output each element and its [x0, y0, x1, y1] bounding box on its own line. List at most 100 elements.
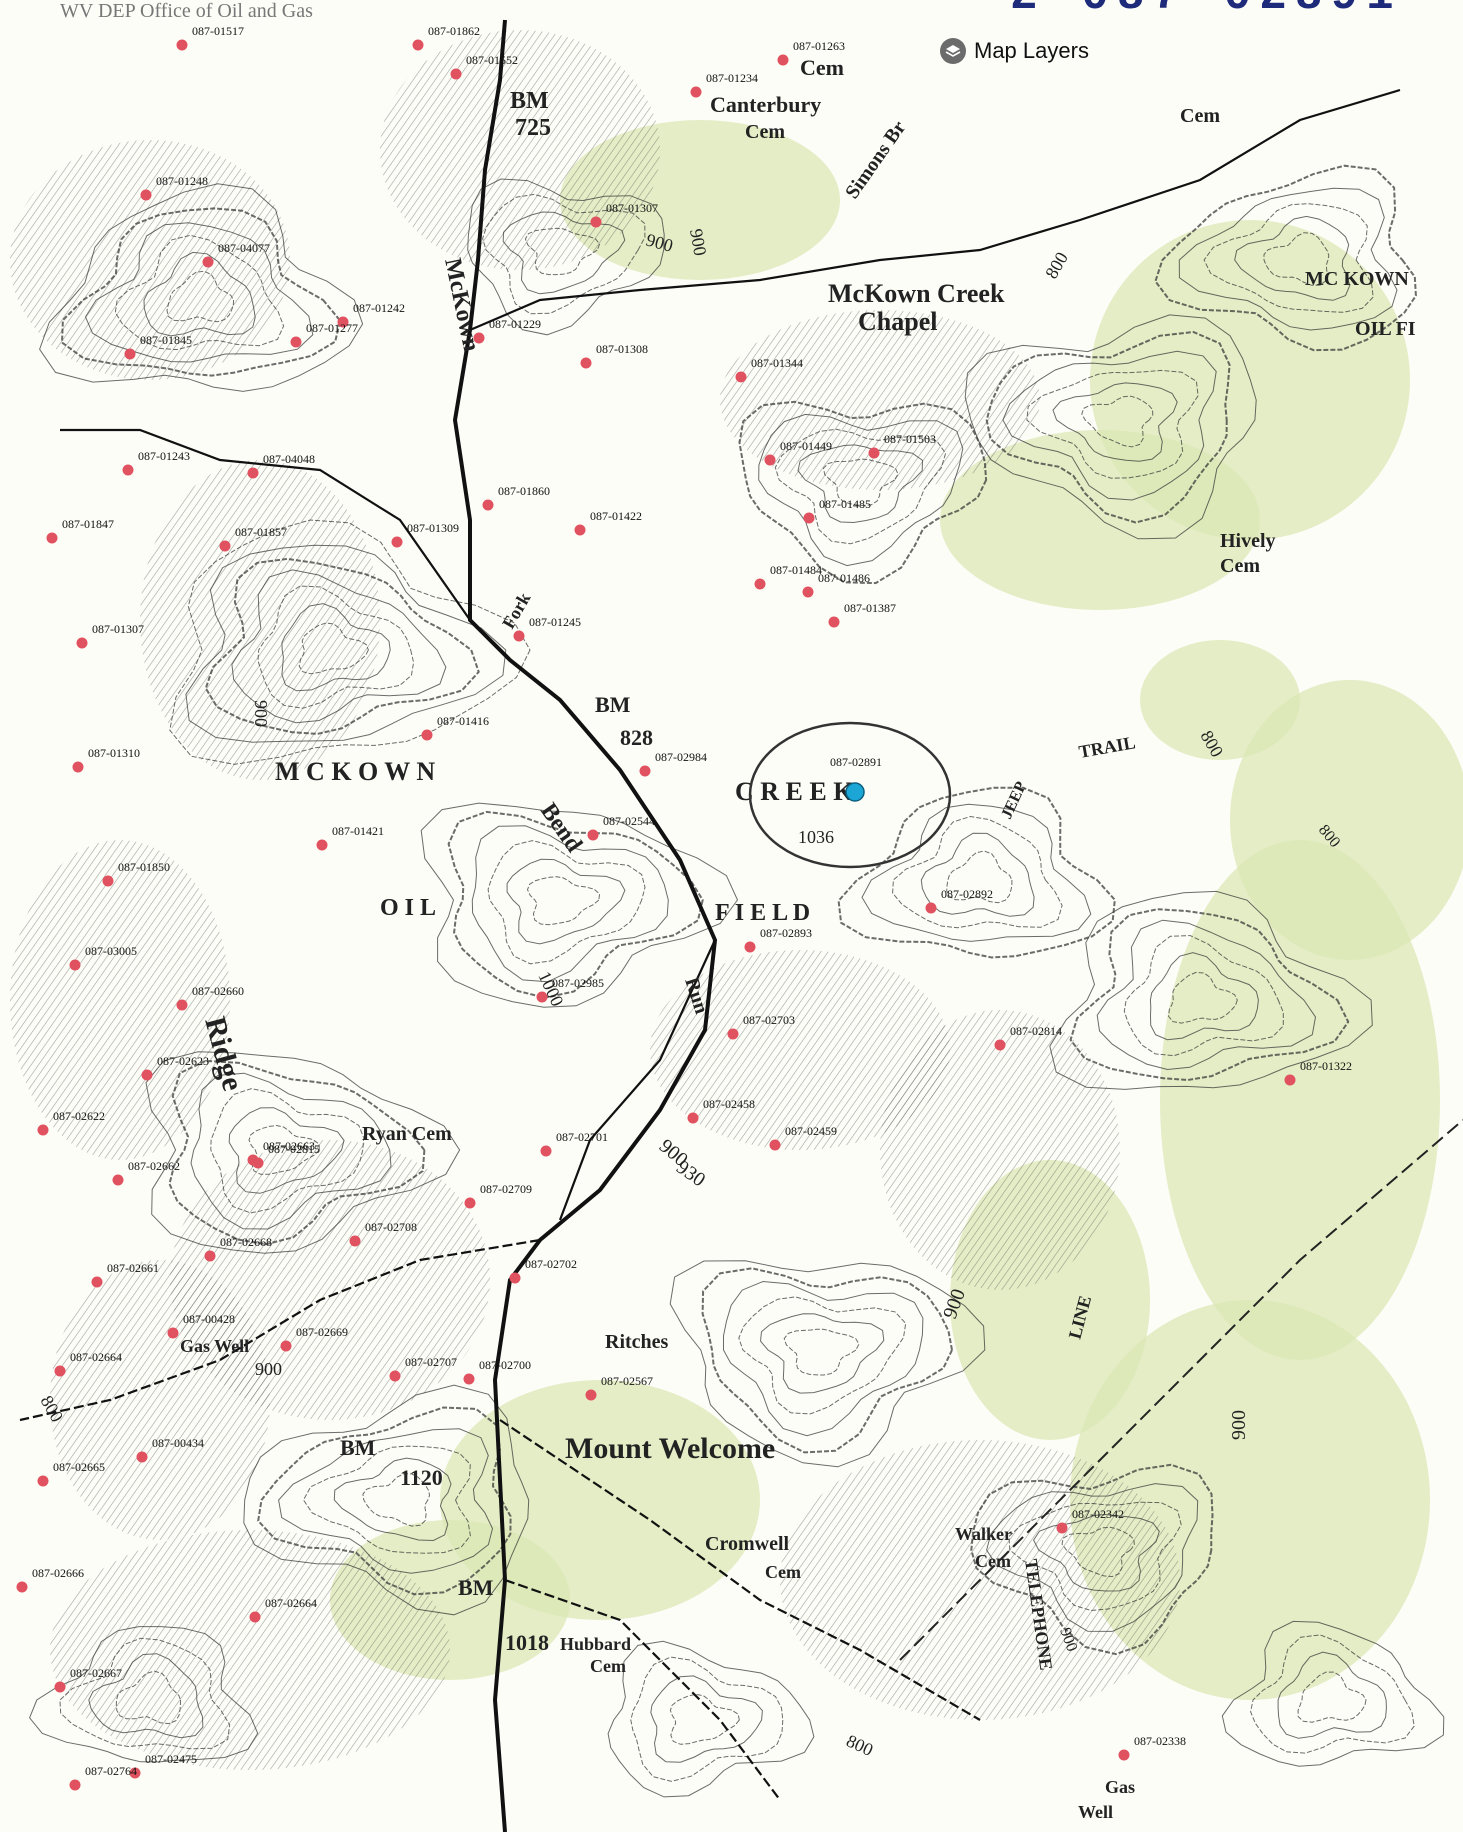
well-dot[interactable] [141, 1069, 153, 1081]
well-dot[interactable] [112, 1174, 124, 1186]
well-marker[interactable]: 087-02764 [69, 1764, 138, 1791]
well-marker[interactable]: 087-01248 [140, 174, 209, 201]
well-marker[interactable]: 087-01422 [574, 509, 643, 536]
well-marker[interactable]: 087-02815 [252, 1142, 321, 1169]
well-dot[interactable] [249, 1611, 261, 1623]
well-marker[interactable]: 087-00434 [136, 1436, 205, 1463]
well-dot[interactable] [391, 536, 403, 548]
well-dot[interactable] [349, 1235, 361, 1247]
well-dot[interactable] [1118, 1749, 1130, 1761]
well-marker[interactable]: 087-02707 [389, 1355, 458, 1382]
well-marker[interactable]: 087-01850 [102, 860, 171, 887]
selected-well-group[interactable]: 087-02891 [748, 721, 952, 869]
well-dot[interactable] [687, 1112, 699, 1124]
well-marker[interactable]: 087-02665 [37, 1460, 106, 1487]
well-marker[interactable]: 087-02703 [727, 1013, 796, 1040]
well-dot[interactable] [176, 999, 188, 1011]
well-dot[interactable] [129, 1767, 141, 1779]
well-marker[interactable]: 087-01263 [777, 39, 846, 66]
well-dot[interactable] [1056, 1522, 1068, 1534]
well-marker[interactable]: 087-01860 [482, 484, 551, 511]
well-marker[interactable]: 087-01309 [391, 521, 460, 548]
well-dot[interactable] [777, 54, 789, 66]
well-marker[interactable]: 087-02664 [54, 1350, 123, 1377]
selected-well-dot[interactable] [845, 782, 865, 802]
well-marker[interactable]: 087-01847 [46, 517, 115, 544]
well-dot[interactable] [803, 512, 815, 524]
well-dot[interactable] [124, 348, 136, 360]
well-dot[interactable] [639, 765, 651, 777]
well-marker[interactable]: 087-02669 [280, 1325, 349, 1352]
well-marker[interactable]: 087-01862 [412, 24, 481, 51]
well-marker[interactable]: 087-02623 [141, 1054, 210, 1081]
well-dot[interactable] [37, 1475, 49, 1487]
well-marker[interactable]: 087-01552 [450, 53, 519, 80]
well-marker[interactable]: 087-02544 [587, 814, 656, 841]
well-dot[interactable] [509, 1272, 521, 1284]
well-marker[interactable]: 087-00428 [167, 1312, 236, 1339]
well-dot[interactable] [868, 447, 880, 459]
well-marker[interactable]: 087-02700 [463, 1358, 532, 1385]
well-dot[interactable] [482, 499, 494, 511]
well-dot[interactable] [37, 1124, 49, 1136]
well-marker[interactable]: 087-04048 [247, 452, 316, 479]
well-marker[interactable]: 087-01229 [473, 317, 542, 344]
well-marker[interactable]: 087-01245 [513, 615, 582, 642]
well-dot[interactable] [764, 454, 776, 466]
well-dot[interactable] [219, 540, 231, 552]
well-marker[interactable]: 087-02458 [687, 1097, 756, 1124]
well-marker[interactable]: 087-02567 [585, 1374, 654, 1401]
well-marker[interactable]: 087-01486 [802, 571, 871, 598]
well-dot[interactable] [202, 256, 214, 268]
well-dot[interactable] [540, 1145, 552, 1157]
well-marker[interactable]: 087-02985 [536, 976, 605, 1003]
well-marker[interactable]: 087-02701 [540, 1130, 609, 1157]
well-marker[interactable]: 087-02702 [509, 1257, 578, 1284]
map-layers-button[interactable]: Map Layers [940, 38, 1089, 64]
well-marker[interactable]: 087-01322 [1284, 1059, 1353, 1086]
well-dot[interactable] [247, 467, 259, 479]
well-marker[interactable]: 087-02459 [769, 1124, 838, 1151]
well-marker[interactable]: 087-01485 [803, 497, 872, 524]
well-marker[interactable]: 087-02342 [1056, 1507, 1125, 1534]
well-dot[interactable] [590, 216, 602, 228]
well-marker[interactable]: 087-03005 [69, 944, 138, 971]
well-marker[interactable]: 087-01416 [421, 714, 490, 741]
well-marker[interactable]: 087-04077 [202, 241, 271, 268]
well-dot[interactable] [513, 630, 525, 642]
well-marker[interactable]: 087-02622 [37, 1109, 106, 1136]
well-dot[interactable] [76, 637, 88, 649]
well-dot[interactable] [136, 1451, 148, 1463]
well-dot[interactable] [54, 1681, 66, 1693]
well-dot[interactable] [580, 357, 592, 369]
well-dot[interactable] [280, 1340, 292, 1352]
well-dot[interactable] [412, 39, 424, 51]
well-marker[interactable]: 087-01308 [580, 342, 649, 369]
well-marker[interactable]: 087-02984 [639, 750, 708, 777]
well-dot[interactable] [16, 1581, 28, 1593]
well-marker[interactable]: 087-01277 [290, 321, 359, 348]
well-dot[interactable] [690, 86, 702, 98]
well-dot[interactable] [54, 1365, 66, 1377]
well-marker[interactable]: 087-01857 [219, 525, 288, 552]
well-dot[interactable] [994, 1039, 1006, 1051]
well-dot[interactable] [69, 1779, 81, 1791]
well-marker[interactable]: 087-01449 [764, 439, 833, 466]
well-dot[interactable] [102, 875, 114, 887]
well-marker[interactable]: 087-02475 [129, 1752, 198, 1779]
well-marker[interactable]: 087-02668 [204, 1235, 273, 1262]
well-dot[interactable] [735, 371, 747, 383]
well-marker[interactable]: 087-02338 [1118, 1734, 1187, 1761]
well-marker[interactable]: 087-01344 [735, 356, 804, 383]
well-dot[interactable] [91, 1276, 103, 1288]
well-marker[interactable]: 087-01234 [690, 71, 759, 98]
well-dot[interactable] [69, 959, 81, 971]
well-dot[interactable] [290, 336, 302, 348]
well-marker[interactable]: 087-02893 [744, 926, 813, 953]
well-marker[interactable]: 087-02660 [176, 984, 245, 1011]
well-dot[interactable] [744, 941, 756, 953]
well-dot[interactable] [167, 1327, 179, 1339]
well-marker[interactable]: 087-02709 [464, 1182, 533, 1209]
